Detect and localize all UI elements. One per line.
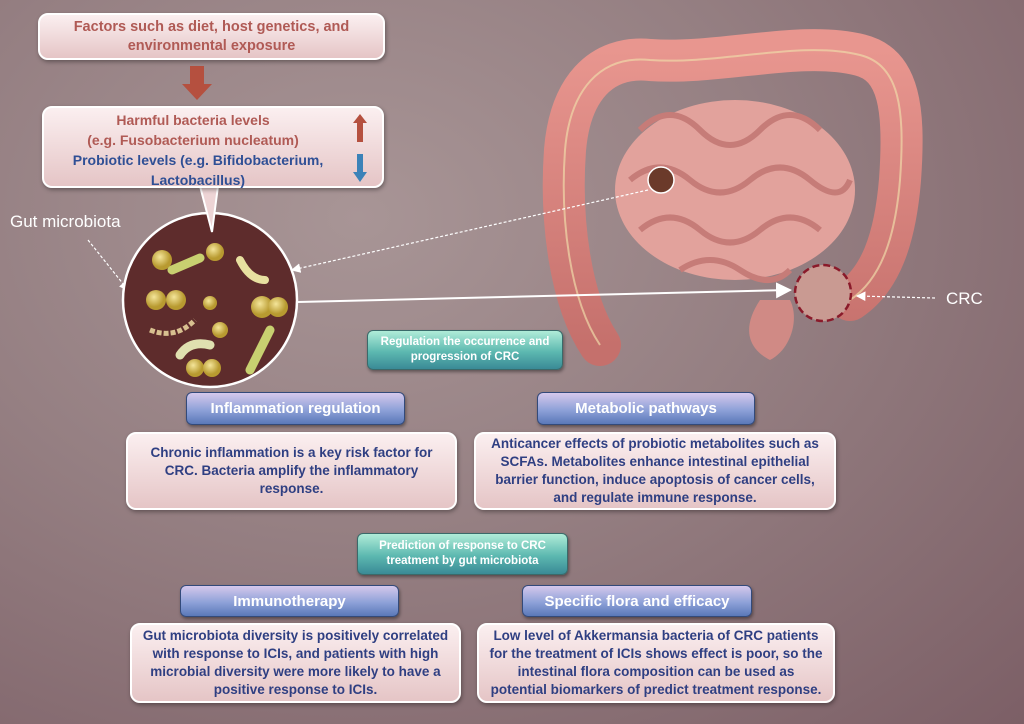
metabolic-text-box: Anticancer effects of probiotic metaboli… bbox=[474, 432, 836, 510]
colon-illustration bbox=[542, 29, 923, 366]
factors-text: Factors such as diet, host genetics, and… bbox=[73, 18, 350, 54]
specific-flora-text-box: Low level of Akkermansia bacteria of CRC… bbox=[477, 623, 835, 703]
immunotherapy-header: Immunotherapy bbox=[180, 585, 399, 617]
gut-microbiota-circle bbox=[121, 211, 299, 389]
up-arrow-icon bbox=[353, 114, 367, 142]
immunotherapy-text: Gut microbiota diversity is positively c… bbox=[142, 628, 449, 697]
specific-flora-header: Specific flora and efficacy bbox=[522, 585, 752, 617]
metabolic-header: Metabolic pathways bbox=[537, 392, 755, 425]
microbiota-levels-box: Harmful bacteria levels (e.g. Fusobacter… bbox=[42, 106, 384, 188]
probiotic-line1: Probiotic levels (e.g. Bifidobacterium, bbox=[72, 152, 324, 168]
inflammation-text: Chronic inflammation is a key risk facto… bbox=[150, 445, 433, 496]
factors-box: Factors such as diet, host genetics, and… bbox=[38, 13, 385, 60]
down-arrow-icon bbox=[182, 66, 212, 100]
specific-flora-text: Low level of Akkermansia bacteria of CRC… bbox=[489, 628, 823, 697]
crc-label: CRC bbox=[946, 289, 983, 308]
inflammation-text-box: Chronic inflammation is a key risk facto… bbox=[126, 432, 457, 510]
immunotherapy-text-box: Gut microbiota diversity is positively c… bbox=[130, 623, 461, 703]
section2-title: Prediction of response to CRC treatment … bbox=[357, 533, 568, 575]
harmful-line1: Harmful bacteria levels bbox=[116, 112, 270, 128]
gut-microbiota-label: Gut microbiota bbox=[10, 212, 121, 231]
probiotic-line2: Lactobacillus) bbox=[150, 172, 246, 188]
section1-title: Regulation the occurrence and progressio… bbox=[367, 330, 563, 370]
inflammation-header: Inflammation regulation bbox=[186, 392, 405, 425]
down-arrow-icon bbox=[353, 154, 367, 182]
harmful-line2: (e.g. Fusobacterium nucleatum) bbox=[87, 132, 299, 148]
metabolic-text: Anticancer effects of probiotic metaboli… bbox=[491, 436, 819, 505]
